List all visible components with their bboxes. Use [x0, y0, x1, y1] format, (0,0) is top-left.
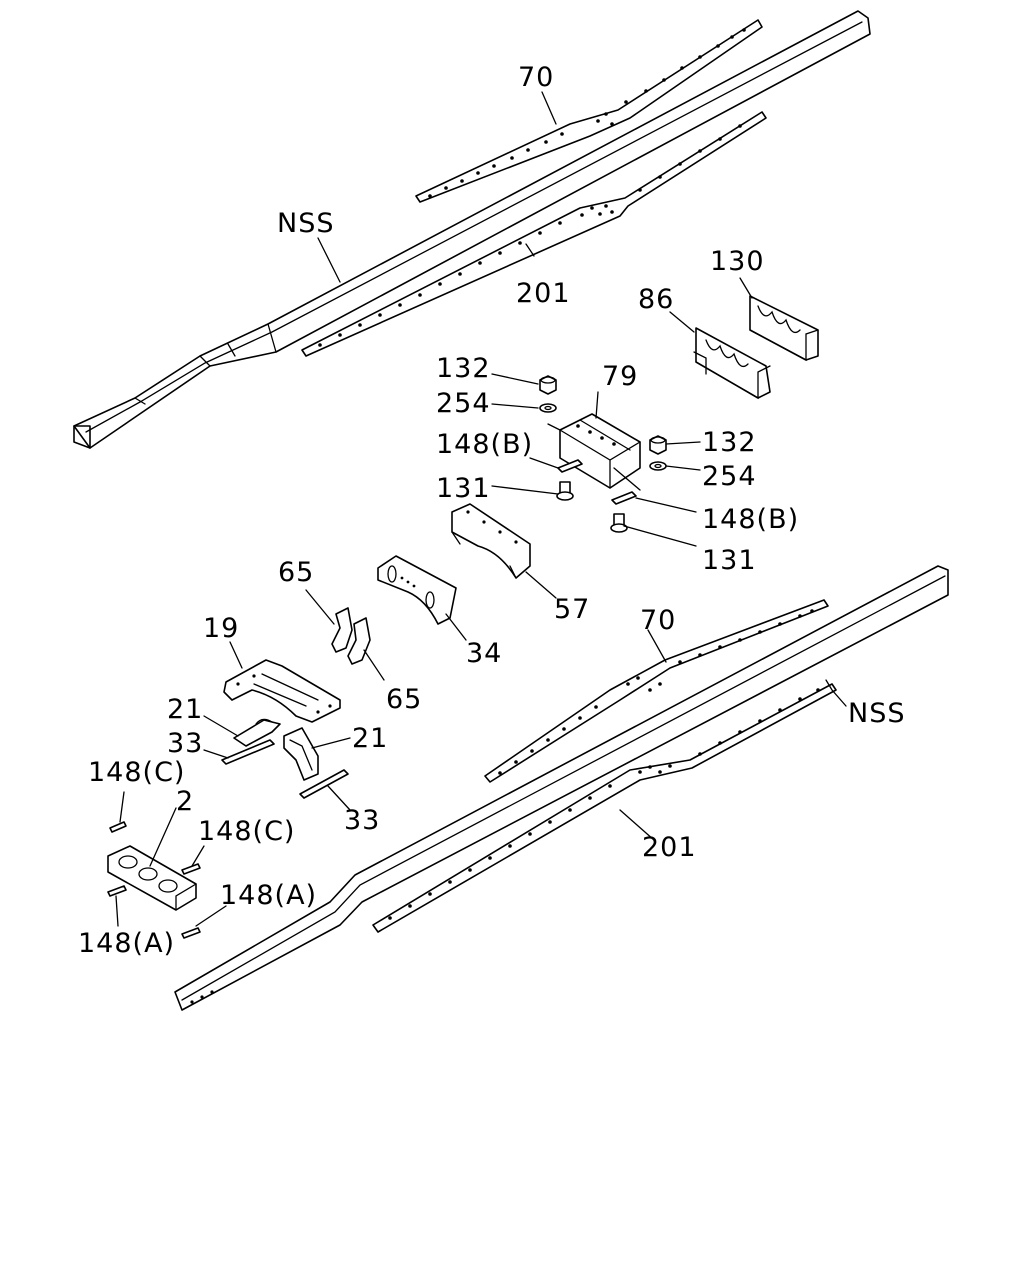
shim-148b-left: [557, 459, 583, 473]
top-reinforcement-70: [415, 19, 763, 203]
label-148b-right: 148(B): [702, 504, 799, 535]
label-131-right: 131: [702, 545, 757, 576]
bracket-130: [749, 295, 819, 362]
label-254-right: 254: [702, 461, 757, 492]
part-labels: NSS 70 201 130 86 132 254 79 148(B) 131 …: [78, 62, 905, 959]
crossmember-79: [547, 413, 641, 491]
label-131-left: 131: [436, 473, 491, 504]
label-nss-bottom: NSS: [848, 698, 905, 729]
bottom-reinforcement-201: [372, 683, 837, 933]
nut-132-left: [539, 375, 557, 395]
top-frame-rail: [73, 10, 871, 449]
washer-254-right: [649, 461, 667, 471]
label-201-top: 201: [516, 278, 571, 309]
label-86: 86: [638, 284, 674, 315]
label-70-bottom: 70: [640, 605, 676, 636]
label-57: 57: [554, 594, 590, 625]
label-148c-top: 148(C): [88, 757, 185, 788]
shim-148b-right: [611, 491, 637, 505]
nut-132-right: [649, 435, 667, 455]
rear-crossmember-2: [107, 845, 197, 911]
label-148a-right: 148(A): [220, 880, 317, 911]
label-65-top: 65: [278, 557, 314, 588]
bracket-21-left: [233, 718, 281, 747]
label-33-left: 33: [167, 728, 203, 759]
bracket-65-a: [331, 607, 353, 653]
crossmember-web-34: [377, 555, 457, 625]
label-21-left: 21: [167, 694, 203, 725]
label-70-top: 70: [518, 62, 554, 93]
shim-148a-left: [107, 885, 127, 897]
shim-148c-top: [109, 821, 127, 833]
label-254-left: 254: [436, 388, 491, 419]
bolt-131-right: [610, 513, 628, 533]
label-33-right: 33: [344, 805, 380, 836]
bracket-86: [693, 327, 771, 400]
label-nss-top: NSS: [277, 208, 334, 239]
shim-148a-right: [181, 927, 201, 939]
bracket-65-b: [347, 617, 371, 665]
washer-254-left: [539, 403, 557, 413]
shim-148c-right: [181, 863, 201, 875]
label-65-bottom: 65: [386, 684, 422, 715]
label-132-left: 132: [436, 353, 491, 384]
crossmember-plate-19: [223, 659, 341, 723]
bolt-131-left: [556, 481, 574, 501]
label-132-right: 132: [702, 427, 757, 458]
label-148c-right: 148(C): [198, 816, 295, 847]
shim-33-right: [299, 769, 349, 799]
label-34: 34: [466, 638, 502, 669]
label-148a-left: 148(A): [78, 928, 175, 959]
bottom-reinforcement-70: [484, 599, 829, 783]
label-21-right: 21: [352, 723, 388, 754]
top-reinforcement-201: [301, 111, 767, 357]
label-201-bottom: 201: [642, 832, 697, 863]
label-148b-left: 148(B): [436, 429, 533, 460]
gusset-57: [451, 503, 531, 579]
label-19: 19: [203, 613, 239, 644]
label-79: 79: [602, 361, 638, 392]
bracket-21-right: [283, 727, 319, 781]
shim-33-left: [221, 739, 275, 765]
leader-lines: [115, 91, 847, 927]
label-2: 2: [176, 786, 194, 817]
label-130: 130: [710, 246, 765, 277]
bottom-frame-rail: [174, 565, 949, 1011]
